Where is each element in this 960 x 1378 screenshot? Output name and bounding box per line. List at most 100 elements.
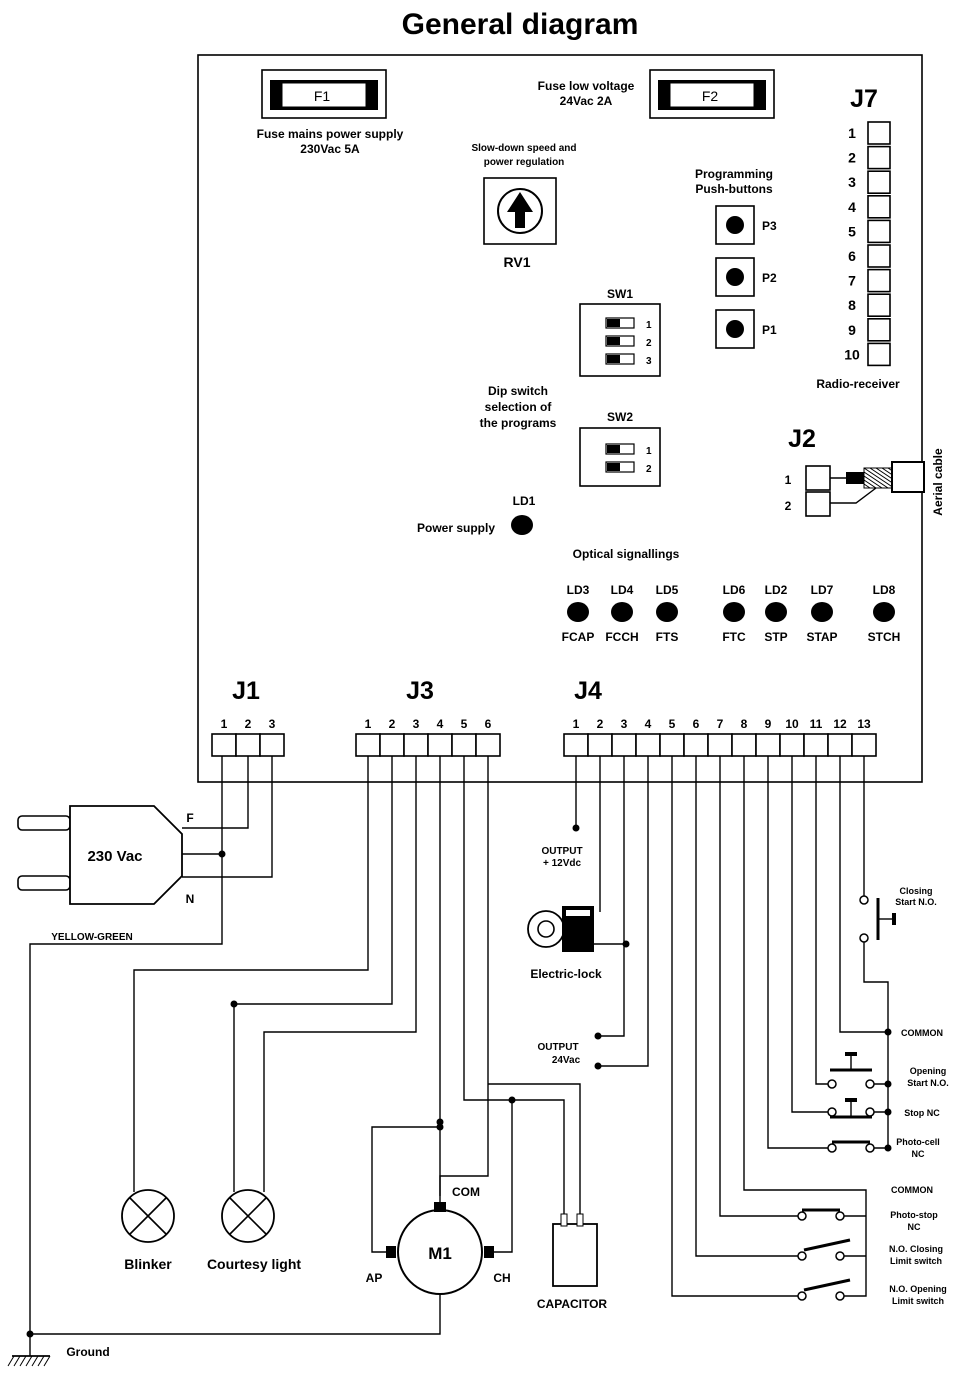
stop-button bbox=[827, 1098, 875, 1119]
j1-terminal bbox=[211, 733, 237, 757]
j3-pin-number: 6 bbox=[485, 717, 492, 731]
led-function-label: FTS bbox=[656, 630, 679, 644]
motor-label: M1 bbox=[428, 1244, 452, 1263]
opening-start-type: Start N.O. bbox=[907, 1078, 949, 1088]
led-id-label: LD4 bbox=[611, 583, 634, 597]
j7-pin-number: 7 bbox=[848, 273, 856, 289]
rv1-label: RV1 bbox=[504, 254, 531, 270]
led-id-label: LD5 bbox=[656, 583, 679, 597]
j4-terminal bbox=[611, 733, 637, 757]
fuse-f1-caption: Fuse mains power supply bbox=[257, 127, 404, 141]
j1-pin-number: 1 bbox=[221, 717, 228, 731]
fuse-f1-label: F1 bbox=[314, 88, 331, 104]
j7-slot bbox=[867, 121, 891, 145]
closing-limit-label: N.O. Closing bbox=[889, 1244, 943, 1254]
led-id-label: LD3 bbox=[567, 583, 590, 597]
j3-pin-number: 3 bbox=[413, 717, 420, 731]
j3-pin-number: 1 bbox=[365, 717, 372, 731]
common-label-2: COMMON bbox=[891, 1185, 933, 1195]
motor-com-label: COM bbox=[452, 1185, 480, 1199]
j4-pin-number: 10 bbox=[785, 717, 799, 731]
led-indicator bbox=[873, 602, 895, 622]
motor-m1 bbox=[386, 1202, 494, 1295]
j7-slot bbox=[867, 219, 891, 244]
closing-start-button bbox=[859, 895, 896, 943]
plug-voltage-label: 230 Vac bbox=[87, 848, 142, 865]
led-id-label: LD8 bbox=[873, 583, 896, 597]
wire-earth bbox=[29, 756, 223, 1334]
sw2-label: SW2 bbox=[607, 410, 633, 424]
rv1-caption: Slow-down speed and bbox=[471, 143, 576, 154]
j4-pin-number: 11 bbox=[810, 717, 823, 731]
j3-terminal bbox=[379, 733, 405, 757]
j7-pin-number: 8 bbox=[848, 297, 856, 313]
wire-motor-ch bbox=[492, 1100, 513, 1253]
led-indicator bbox=[765, 602, 787, 622]
j4-terminal bbox=[563, 733, 589, 757]
aerial-cable-caption: Aerial cable bbox=[931, 448, 945, 516]
plug-n-label: N bbox=[186, 892, 195, 906]
capacitor bbox=[552, 1213, 598, 1287]
output-24v-label: OUTPUT bbox=[537, 1042, 578, 1053]
rv1-caption-2: power regulation bbox=[484, 157, 565, 168]
courtesy-light-label: Courtesy light bbox=[207, 1256, 301, 1272]
wire-j3-1 bbox=[133, 756, 369, 1192]
opening-limit-type: Limit switch bbox=[892, 1296, 944, 1306]
push-button-p2-label: P2 bbox=[762, 271, 777, 285]
photo-cell-contact bbox=[827, 1140, 875, 1153]
ground-wire bbox=[30, 1310, 441, 1335]
mains-plug bbox=[17, 805, 183, 905]
j4-terminal bbox=[707, 733, 733, 757]
photo-cell-label: Photo-cell bbox=[896, 1137, 940, 1147]
sw1-num-2: 2 bbox=[646, 338, 652, 349]
j1-pin-number: 3 bbox=[269, 717, 276, 731]
electric-lock-label: Electric-lock bbox=[530, 967, 602, 981]
led-ld1 bbox=[511, 515, 533, 535]
led-function-label: FTC bbox=[722, 630, 746, 644]
fuse-f1: F1 bbox=[261, 69, 387, 119]
plug-f-label: F bbox=[186, 811, 193, 825]
photo-cell-type: NC bbox=[912, 1149, 925, 1159]
opening-limit-label: N.O. Opening bbox=[889, 1284, 947, 1294]
j7-slot bbox=[867, 268, 891, 293]
j3-label: J3 bbox=[406, 677, 434, 705]
j7-pin-number: 5 bbox=[848, 223, 856, 239]
j4-pin-number: 4 bbox=[645, 717, 652, 731]
j4-pin-number: 3 bbox=[621, 717, 628, 731]
ground-icon bbox=[7, 1334, 51, 1367]
j4-terminal bbox=[755, 733, 781, 757]
j7-label: J7 bbox=[850, 85, 878, 113]
led-indicator bbox=[611, 602, 633, 622]
led-id-label: LD7 bbox=[811, 583, 834, 597]
ld1-label: LD1 bbox=[513, 494, 536, 508]
closing-limit-type: Limit switch bbox=[890, 1256, 942, 1266]
wire-j4-8 bbox=[743, 756, 867, 1297]
j4-pin-number: 9 bbox=[765, 717, 772, 731]
j4-pin-number: 1 bbox=[573, 717, 580, 731]
control-board bbox=[197, 54, 923, 783]
j3-pin-number: 2 bbox=[389, 717, 396, 731]
j1-terminal bbox=[259, 733, 285, 757]
push-button-p1-label: P1 bbox=[762, 323, 777, 337]
diagram-title: General diagram bbox=[402, 8, 639, 41]
optical-leds: LD3FCAPLD4FCCHLD5FTSLD6FTCLD2STPLD7STAPL… bbox=[562, 583, 901, 644]
j2-num-2: 2 bbox=[785, 499, 792, 513]
wire-motor-ap bbox=[371, 1126, 440, 1253]
sw2-num-1: 1 bbox=[646, 446, 652, 457]
opening-start-button bbox=[827, 1052, 875, 1089]
j7-pin-number: 4 bbox=[848, 199, 856, 215]
j4-pin-number: 13 bbox=[857, 717, 871, 731]
wire-j3-6 bbox=[439, 756, 489, 1196]
push-button-p2 bbox=[715, 257, 755, 297]
blinker-label: Blinker bbox=[124, 1256, 172, 1272]
ld1-caption: Power supply bbox=[417, 521, 495, 535]
closing-start-label: Closing bbox=[900, 886, 933, 896]
push-button-p1 bbox=[715, 309, 755, 349]
j4-terminal bbox=[683, 733, 709, 757]
wire-j4-3 bbox=[598, 756, 625, 1037]
